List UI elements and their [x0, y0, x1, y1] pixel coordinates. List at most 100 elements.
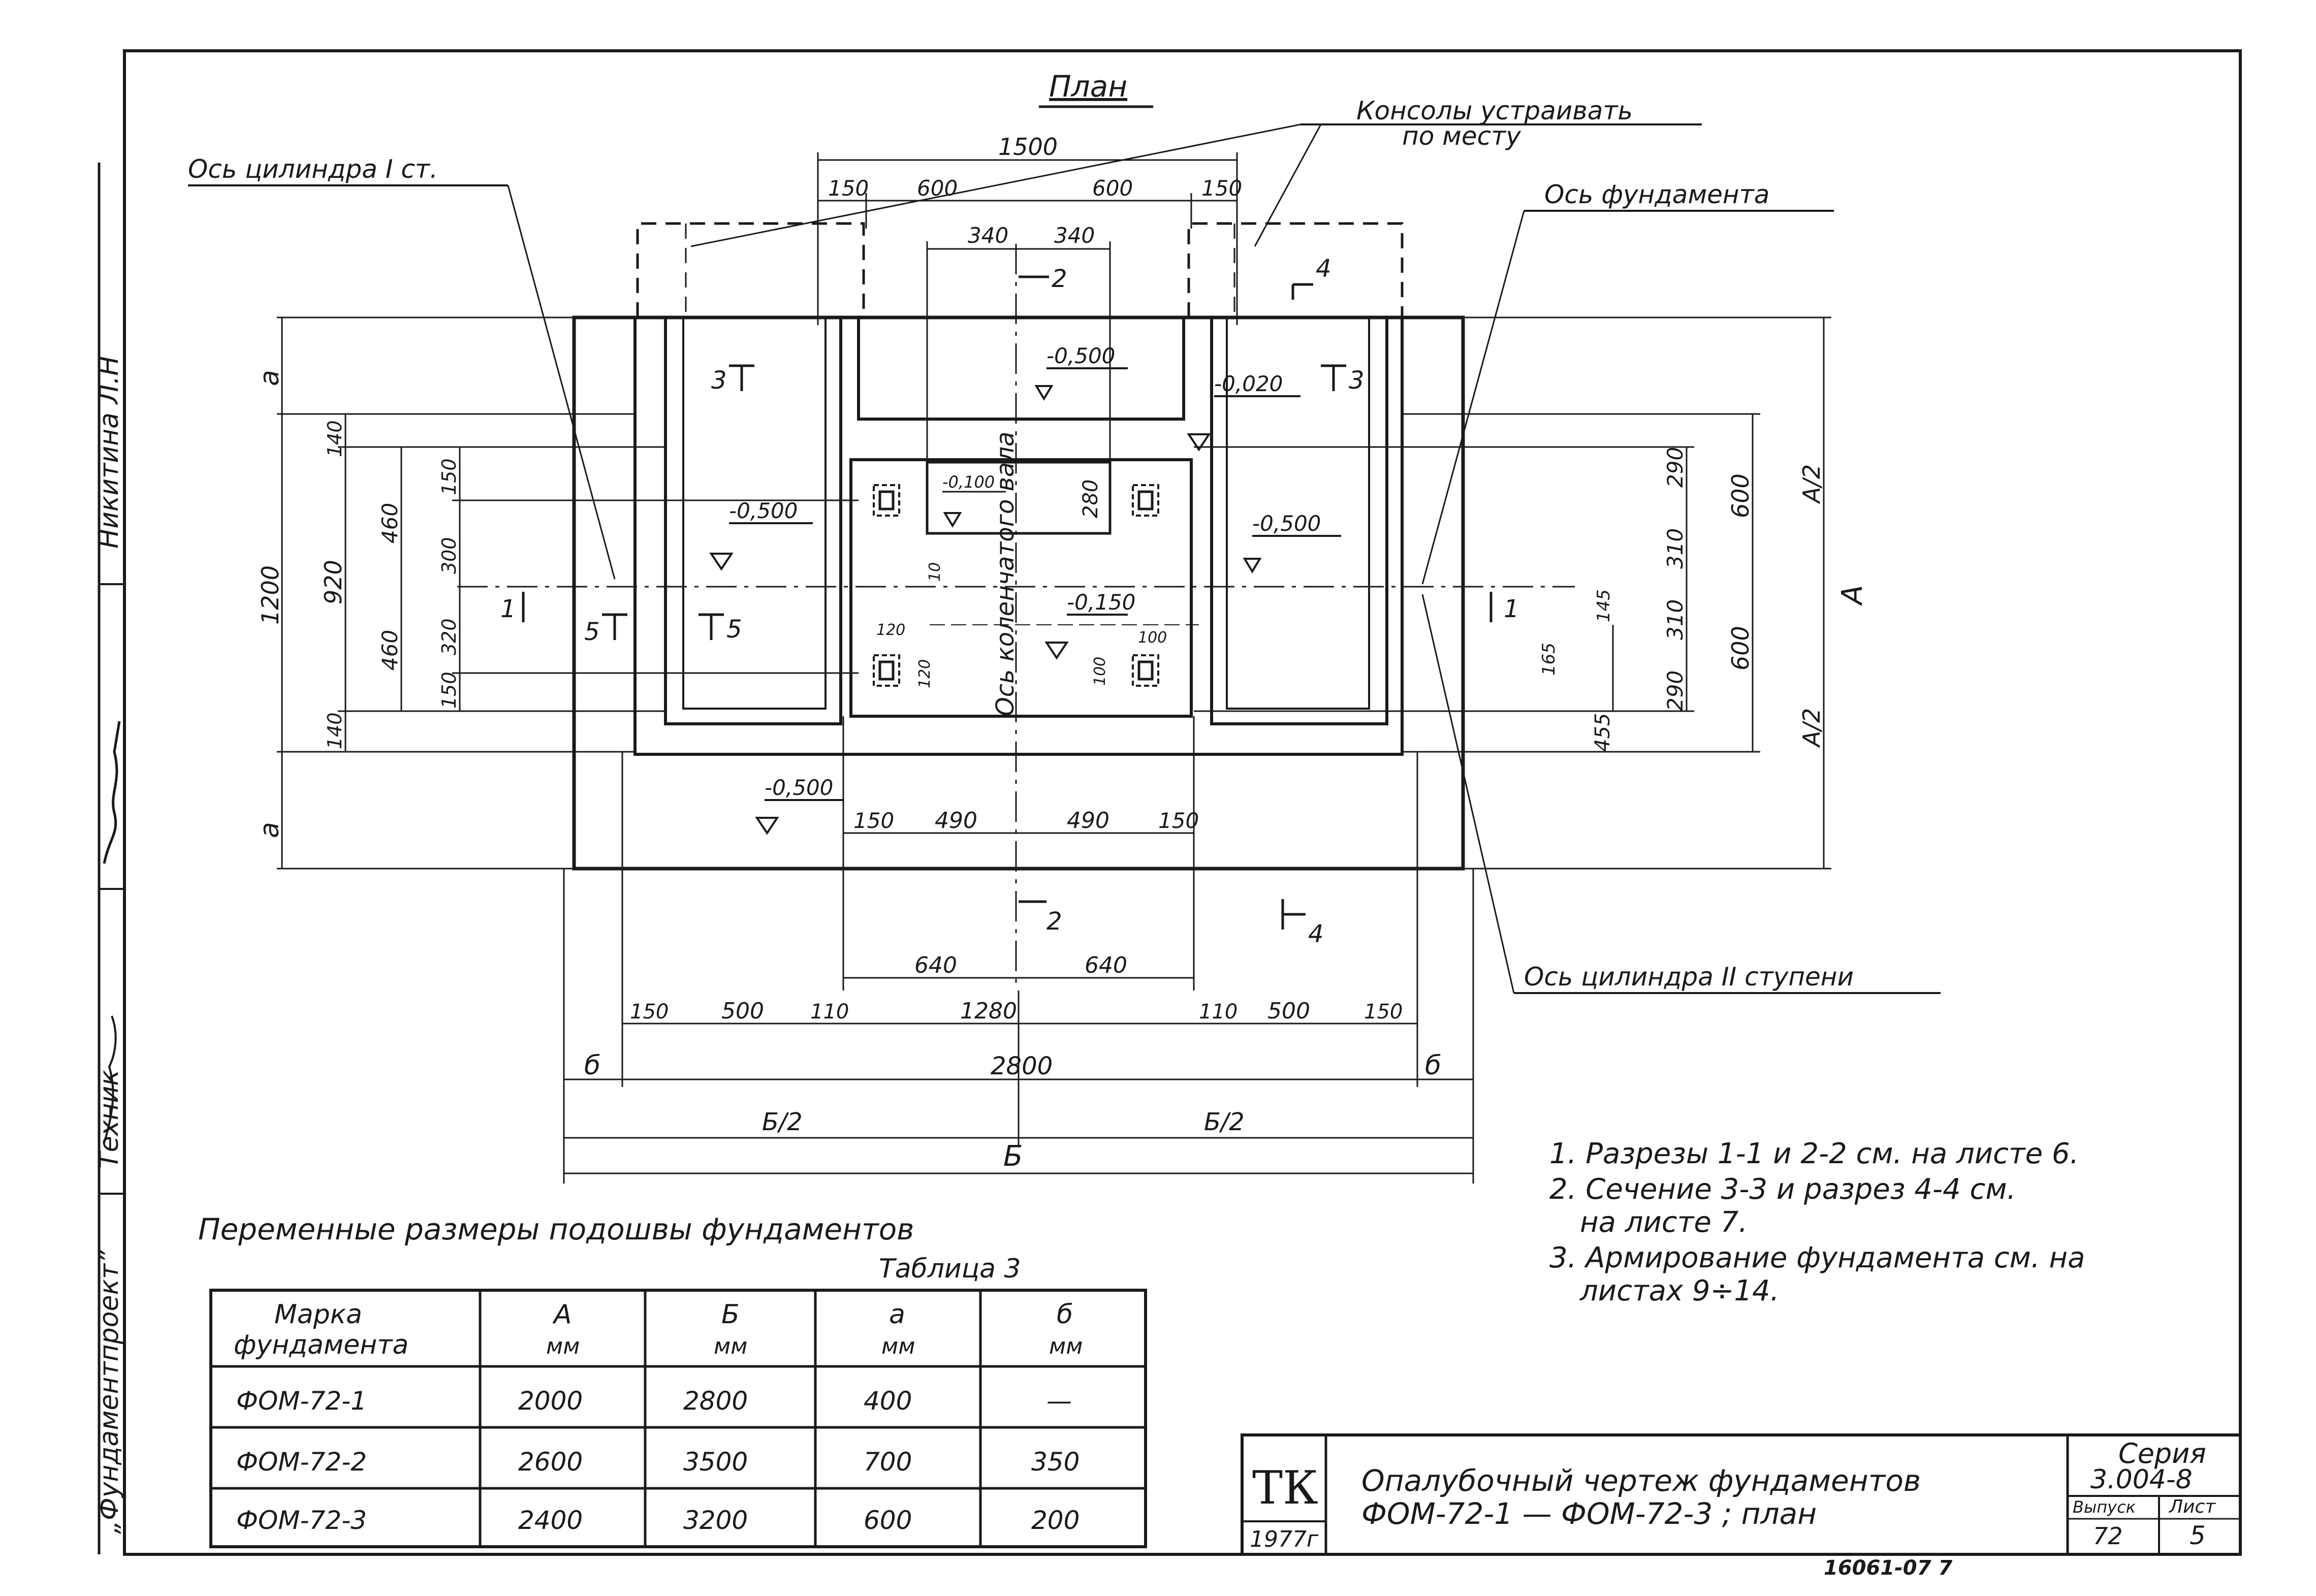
title-line-1: Опалубочный чертеж фундаментов	[1361, 1463, 1921, 1498]
table-header: мм	[1049, 1333, 1083, 1359]
svg-text:3200: 3200	[683, 1506, 748, 1535]
level-mark: -0,500	[1034, 343, 1128, 401]
callout-foundation-axis: Ось фундамента	[1544, 180, 1769, 209]
dimension-text: 1500 150 600 600 150 340 340 а 1200 а 14…	[255, 133, 1869, 1173]
dim-a: а	[255, 822, 285, 838]
callout-cylinder-axis-2: Ось цилиндра II ступени	[1524, 962, 1854, 992]
level-marks: -0,500 -0,020 -0,500 -0,100 -0,500 -0,15…	[709, 343, 1341, 835]
note-line: 1. Разрезы 1-1 и 2-2 см. на листе 6.	[1549, 1137, 2079, 1170]
svg-text:2400: 2400	[518, 1506, 583, 1535]
dim-150: 150	[630, 1000, 669, 1024]
svg-text:2600: 2600	[518, 1447, 583, 1477]
title-line-2: ФОМ-72-1 — ФОМ-72-3 ; план	[1361, 1496, 1817, 1531]
callout-cylinder-axis-1: Ось цилиндра I ст.	[188, 154, 438, 184]
dimensions-table: Переменные размеры подошвы фундаментов Т…	[198, 1212, 1147, 1548]
level-mark: -0,500	[1243, 511, 1341, 573]
svg-text:-0,500: -0,500	[1046, 343, 1115, 368]
callout-consoles-2: по месту	[1402, 121, 1521, 151]
dim-a-half: А/2	[1798, 464, 1825, 504]
dim-150: 150	[1201, 176, 1242, 201]
console-left-dashed	[636, 222, 865, 317]
note-line: листах 9÷14.	[1579, 1274, 1779, 1307]
level-mark: -0,500	[709, 498, 813, 571]
table-header: мм	[546, 1333, 580, 1359]
dim-600: 600	[1727, 473, 1754, 518]
svg-text:1: 1	[1504, 595, 1519, 623]
note-line: 2. Сечение 3-3 и разрез 4-4 см.	[1549, 1173, 2016, 1206]
central-recess	[926, 461, 1112, 535]
section-mark-3: 3	[711, 364, 754, 395]
callout-consoles-1: Консолы устраивать	[1356, 96, 1633, 125]
dim-b-half: Б/2	[1204, 1108, 1245, 1136]
anchor-bolt	[1132, 484, 1159, 517]
dim-140: 140	[324, 712, 346, 749]
table-caption: Переменные размеры подошвы фундаментов	[198, 1212, 914, 1247]
dim-150: 150	[853, 808, 894, 833]
svg-text:700: 700	[864, 1447, 912, 1477]
section-mark-1: 1	[1489, 592, 1519, 623]
dim-1200: 1200	[257, 565, 284, 625]
dim-300: 300	[438, 537, 460, 574]
svg-text:3500: 3500	[683, 1447, 748, 1477]
dim-120: 120	[916, 659, 934, 688]
dim-150: 150	[1158, 808, 1199, 833]
dimension-lines	[277, 152, 1831, 1184]
table-header: Б	[721, 1299, 740, 1330]
dim-640: 640	[1085, 952, 1127, 978]
svg-text:3: 3	[711, 366, 727, 395]
issue-label: Выпуск	[2073, 1497, 2136, 1517]
logo-tk: ТК	[1252, 1461, 1318, 1515]
table-header: мм	[881, 1333, 915, 1359]
dim-100: 100	[1091, 657, 1109, 686]
section-marks: 1 1 2 2 3 3 4 4 5 5	[500, 254, 1519, 948]
dim-100: 100	[1138, 629, 1167, 647]
section-mark-5: 5	[699, 613, 742, 644]
dim-150: 150	[438, 458, 460, 495]
dim-600: 600	[1727, 626, 1754, 671]
dim-500: 500	[721, 998, 764, 1024]
dim-460: 460	[377, 630, 402, 671]
dim-640: 640	[914, 952, 957, 978]
issue-value: 72	[2093, 1522, 2123, 1550]
signature	[103, 721, 121, 864]
dim-145: 145	[1594, 589, 1614, 622]
side-stamp-name: Никитина Л.Н	[94, 356, 124, 549]
dim-290: 290	[1663, 447, 1688, 488]
level-mark: -0,100	[942, 472, 1006, 528]
notes: 1. Разрезы 1-1 и 2-2 см. на листе 6. 2. …	[1549, 1137, 2085, 1307]
table-row: ФОМ-72-1 2000 2800 400 —	[236, 1386, 1072, 1416]
sheet-label: Лист	[2168, 1496, 2216, 1517]
dim-1500: 1500	[998, 133, 1058, 161]
dim-b-small: б	[584, 1050, 600, 1081]
dim-500: 500	[1267, 998, 1310, 1024]
dim-140: 140	[324, 420, 346, 457]
svg-text:-0,500: -0,500	[729, 498, 798, 523]
svg-text:350: 350	[1031, 1447, 1080, 1477]
svg-text:2: 2	[1052, 265, 1067, 293]
dim-b-half: Б/2	[762, 1108, 803, 1136]
note-line: на листе 7.	[1580, 1206, 1748, 1239]
table-header: А	[552, 1299, 572, 1330]
dim-150: 150	[828, 176, 869, 201]
level-mark: -0,500	[755, 775, 843, 835]
table-header: мм	[714, 1333, 747, 1359]
top-notch	[857, 316, 1185, 421]
table-row: ФОМ-72-2 2600 3500 700 350	[236, 1447, 1080, 1477]
dim-110: 110	[810, 1000, 849, 1024]
section-mark-2: 2	[1019, 265, 1067, 293]
dim-490: 490	[1067, 808, 1109, 834]
svg-text:200: 200	[1031, 1506, 1080, 1535]
drawing-title: План	[1049, 69, 1127, 104]
dim-600: 600	[1092, 176, 1133, 201]
svg-text:5: 5	[726, 615, 742, 644]
anchor-bolt	[1132, 654, 1159, 687]
right-pocket-inner	[1226, 316, 1370, 710]
level-mark: -0,020	[1187, 371, 1300, 452]
svg-text:4: 4	[1316, 254, 1331, 283]
title-block: ТК 1977г Опалубочный чертеж фундаментов …	[1241, 1433, 2242, 1556]
svg-text:-0,500: -0,500	[1252, 511, 1321, 536]
dim-490: 490	[935, 808, 977, 834]
left-pocket-inner	[682, 316, 827, 710]
dim-b-small: б	[1425, 1050, 1441, 1081]
dim-10: 10	[926, 562, 944, 582]
